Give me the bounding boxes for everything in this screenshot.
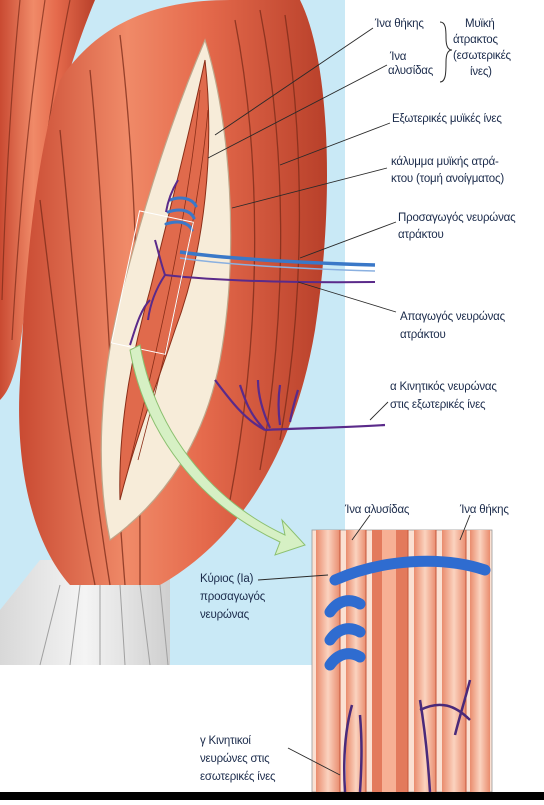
label-inset-bag-fiber: Ίνα θήκης <box>460 504 509 516</box>
inset-gamma-nerves <box>343 679 472 793</box>
zoom-arrow <box>129 344 306 556</box>
label-alpha-motor-l2: στις εξωτερικές ίνες <box>390 399 486 411</box>
label-muscle-spindle-l1: Μυϊκή <box>465 18 495 30</box>
alpha-motor-nerve <box>214 379 386 432</box>
label-afferent-l2: ατράκτου <box>398 229 444 241</box>
afferent-coils <box>164 196 198 232</box>
inset-afferent-coils <box>324 555 491 671</box>
label-muscle-spindle-l2: άτρακτος <box>453 34 498 46</box>
leader-lines <box>207 27 471 776</box>
label-primary-afferent-l1: Κύριος (Ia) <box>200 573 254 585</box>
label-efferent-l2: ατράκτου <box>400 329 446 341</box>
label-muscle-spindle-l3: (εσωτερικές <box>453 50 511 62</box>
label-nuclear-chain-fiber-l1: Ίνα <box>390 51 407 63</box>
label-extrafusal-fibers: Εξωτερικές μυϊκές ίνες <box>392 113 502 125</box>
label-nuclear-bag-fiber: Ίνα θήκης <box>375 18 424 30</box>
label-capsule-l1: κάλυμμα μυϊκής ατρά- <box>391 156 499 168</box>
label-gamma-motor-l2: νευρώνες στις <box>200 753 270 765</box>
label-afferent-l1: Προσαγωγός νευρώνας <box>398 212 516 224</box>
label-gamma-motor-l1: γ Κινητικοί <box>200 735 251 747</box>
afferent-nerve <box>179 250 376 267</box>
label-efferent-l1: Απαγωγός νευρώνας <box>400 311 505 323</box>
bottom-border <box>0 792 544 800</box>
label-muscle-spindle-l4: ίνες) <box>470 66 492 78</box>
label-capsule-l2: κτου (τομή ανοίγματος) <box>391 173 504 185</box>
tendon <box>0 560 170 665</box>
label-nuclear-chain-fiber-l2: αλυσίδας <box>388 65 434 77</box>
label-inset-chain-fiber: Ίνα αλυσίδας <box>345 504 410 516</box>
label-primary-afferent-l2: προσαγωγός <box>200 591 266 603</box>
efferent-gamma-nerve <box>129 179 376 346</box>
label-primary-afferent-l3: νευρώνας <box>200 609 250 621</box>
left-muscle-partial <box>0 0 95 400</box>
label-gamma-motor-l3: εσωτερικές ίνες <box>200 771 276 783</box>
label-alpha-motor-l1: α Κινητικός νευρώνας <box>390 381 497 393</box>
spindle-brace <box>439 21 453 83</box>
